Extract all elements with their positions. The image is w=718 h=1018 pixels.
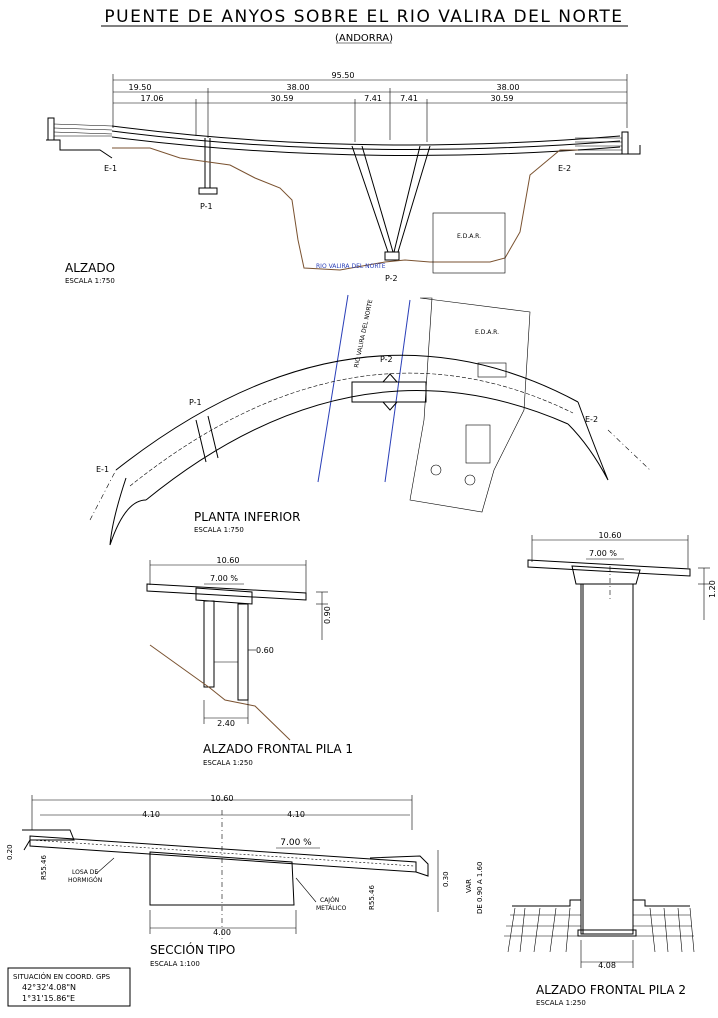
alzado-view: 95.50 19.50 38.00 38.00 17.06 30.59 7.41… (46, 71, 641, 285)
pila2-dim-slope: 7.00 % (589, 549, 617, 558)
dim-span-2: 38.00 (287, 83, 310, 92)
seccion-r-right: R55.46 (368, 885, 376, 910)
planta-p1: P-1 (189, 398, 202, 407)
seccion-cajon-1: CAJÓN (320, 897, 339, 904)
seccion-view: 10.60 4.10 4.10 7.00 % 0.20 R55.46 R55.4… (6, 794, 484, 968)
label-river: RIO VALIRA DEL NORTE (316, 263, 386, 270)
pila1-view: 10.60 7.00 % 0.90 0.60 2.40 ALZADO FRONT… (146, 556, 353, 767)
page-title: PUENTE DE ANYOS SOBRE EL RIO VALIRA DEL … (104, 7, 623, 27)
pila1-dim-depth: 0.90 (323, 606, 332, 624)
dim-b5: 30.59 (491, 94, 514, 103)
dim-b3: 7.41 (364, 94, 382, 103)
seccion-var1: VAR (465, 879, 473, 893)
seccion-h1: 0.30 (442, 871, 450, 887)
label-p2: P-2 (385, 274, 398, 283)
pila1-title: ALZADO FRONTAL PILA 1 (203, 742, 353, 756)
seccion-dim-bottom: 4.00 (213, 928, 231, 937)
seccion-dim-slope: 7.00 % (280, 838, 312, 848)
seccion-cajon-2: METÁLICO (316, 905, 347, 912)
seccion-dim-topleft: 0.20 (6, 844, 14, 860)
seccion-losa-1: LOSA DE (72, 869, 98, 876)
dim-b2: 30.59 (271, 94, 294, 103)
alzado-scale: ESCALA 1:750 (65, 277, 115, 285)
planta-e1: E-1 (96, 465, 109, 474)
pila2-dim-depth: 1.20 (708, 580, 717, 598)
seccion-dim-left: 4.10 (142, 810, 160, 819)
alzado-title: ALZADO (65, 261, 115, 275)
seccion-dim-right: 4.10 (287, 810, 305, 819)
planta-p2: P-2 (380, 355, 393, 364)
gps-lon: 1°31'15.86"E (22, 994, 75, 1003)
seccion-var2: DE 0.90 A 1.60 (476, 862, 484, 914)
dim-span-3: 38.00 (497, 83, 520, 92)
page-subtitle: (ANDORRA) (335, 33, 393, 44)
seccion-losa-2: HORMIGÓN (68, 877, 102, 884)
label-e2: E-2 (558, 164, 571, 173)
planta-edar: E.D.A.R. (475, 329, 499, 336)
pila2-title: ALZADO FRONTAL PILA 2 (536, 983, 686, 997)
pila1-dim-mid: 0.60 (256, 646, 274, 655)
seccion-r-left: R55.46 (40, 855, 48, 880)
label-p1: P-1 (200, 202, 213, 211)
pila2-view: 10.60 7.00 % 1.20 4.08 ALZADO FRONTAL PI… (504, 531, 717, 1007)
seccion-scale: ESCALA 1:100 (150, 960, 200, 968)
pila2-dim-width: 10.60 (599, 531, 622, 540)
pila2-dim-base: 4.08 (598, 961, 616, 970)
seccion-dim-total: 10.60 (211, 794, 234, 803)
label-e1: E-1 (104, 164, 117, 173)
dim-total: 95.50 (332, 71, 355, 80)
planta-title: PLANTA INFERIOR (194, 510, 300, 524)
gps-lat: 42°32'4.08"N (22, 983, 76, 992)
dim-b1: 17.06 (141, 94, 164, 103)
seccion-title: SECCIÓN TIPO (150, 942, 235, 957)
pila2-scale: ESCALA 1:250 (536, 999, 586, 1007)
gps-box: SITUACIÓN EN COORD. GPS 42°32'4.08"N 1°3… (7, 967, 131, 1007)
dim-span-1: 19.50 (129, 83, 152, 92)
planta-view: RIO VALIRA DEL NORTE E.D.A.R. P-1 P-2 E-… (89, 294, 651, 546)
planta-scale: ESCALA 1:750 (194, 526, 244, 534)
pila1-dim-base: 2.40 (217, 719, 235, 728)
planta-e2: E-2 (585, 415, 598, 424)
dim-b4: 7.41 (400, 94, 418, 103)
pila1-dim-width: 10.60 (217, 556, 240, 565)
pila1-dim-slope: 7.00 % (210, 574, 238, 583)
label-edar: E.D.A.R. (457, 233, 481, 240)
pila1-scale: ESCALA 1:250 (203, 759, 253, 767)
gps-title: SITUACIÓN EN COORD. GPS (13, 972, 111, 981)
